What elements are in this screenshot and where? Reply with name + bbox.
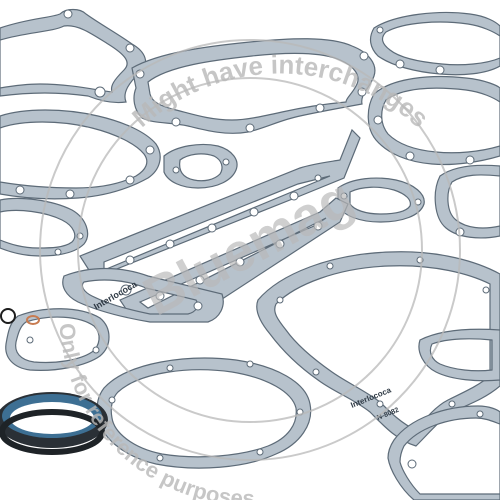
bolt-holes xyxy=(15,9,490,469)
oil-seal-bore xyxy=(10,402,94,434)
o-ring xyxy=(0,308,16,324)
gasket-long-strip-rear xyxy=(79,128,361,279)
gasket-right-small-flange xyxy=(337,177,425,223)
gasket-group xyxy=(0,8,500,500)
gasket-left-round xyxy=(0,109,161,200)
oil-seal xyxy=(0,392,108,455)
gasket-right-round xyxy=(434,164,500,239)
gasket-top-right xyxy=(369,11,500,76)
gasket-bottom-right xyxy=(387,405,500,500)
gasket-small-flange xyxy=(163,143,238,189)
watermark-ring-outer xyxy=(39,39,461,461)
oil-seal-lower-edge xyxy=(0,409,105,455)
watermark-ring-inner xyxy=(77,77,423,423)
watermark xyxy=(39,39,461,461)
copper-washer xyxy=(26,315,40,325)
gasket-center-sheet xyxy=(62,267,224,323)
gasket-right-middle xyxy=(367,75,500,166)
